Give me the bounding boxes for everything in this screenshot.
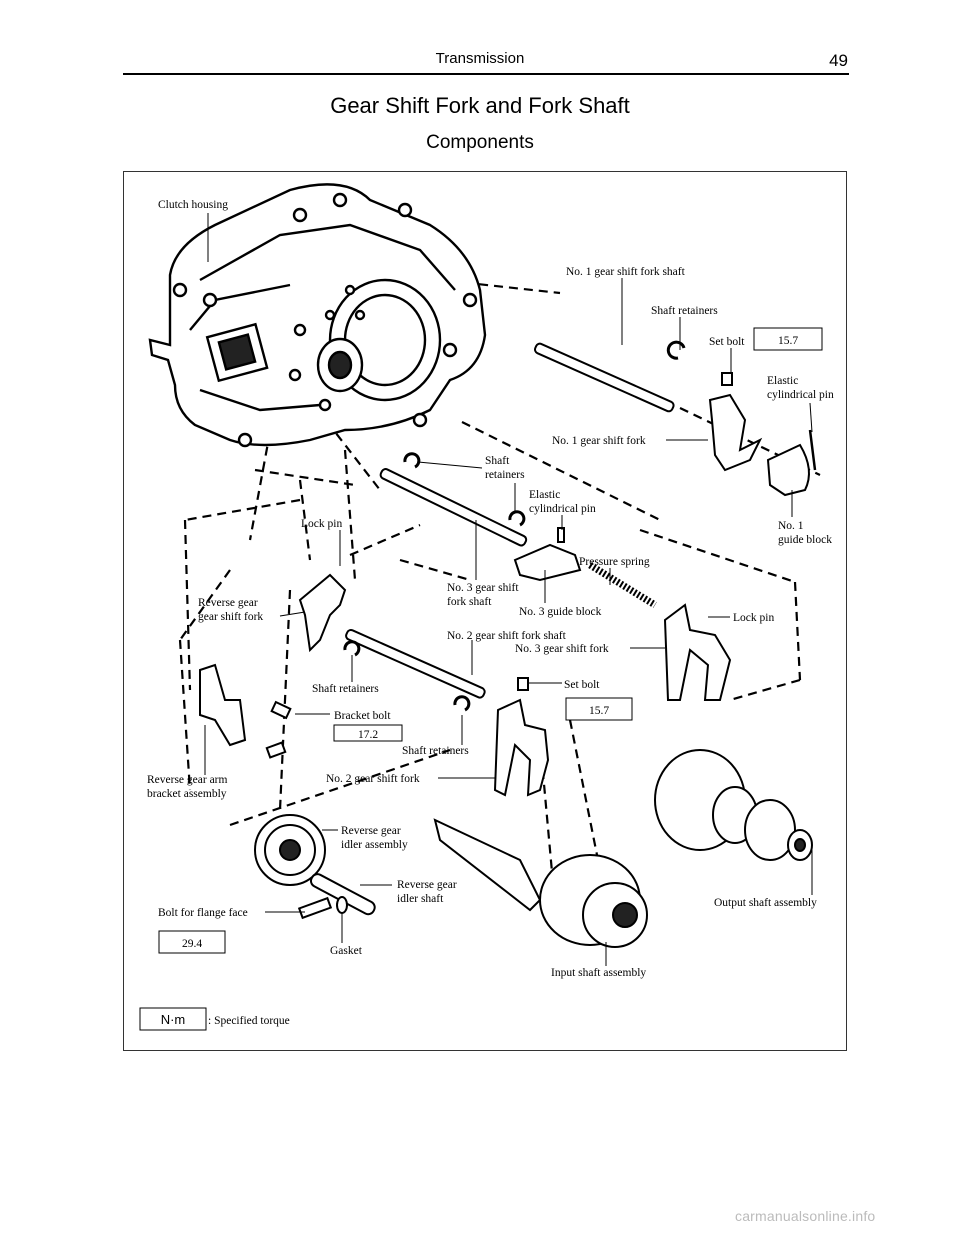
label-no1-guide-block-1: No. 1 (778, 520, 804, 532)
page-title: Gear Shift Fork and Fork Shaft (330, 93, 630, 118)
label-shaft-retainers-left: Shaft retainers (312, 683, 379, 695)
label-bracket-bolt: Bracket bolt (334, 710, 391, 722)
label-elastic-pin-mid-1: Elastic (529, 489, 560, 501)
label-output-shaft: Output shaft assembly (714, 897, 817, 909)
label-bolt-flange: Bolt for flange face (158, 907, 248, 919)
label-no3-guide-block: No. 3 guide block (519, 606, 602, 618)
label-no1-fork-shaft: No. 1 gear shift fork shaft (566, 266, 686, 278)
label-no1-shift-fork: No. 1 gear shift fork (552, 435, 646, 447)
label-no3-shift-fork: No. 3 gear shift fork (515, 643, 609, 655)
clutch-housing-drawing (148, 183, 487, 448)
label-shaft-retainers-mid-1: Shaft (485, 455, 510, 467)
label-no3-fork-shaft-1: No. 3 gear shift (447, 582, 519, 594)
label-reverse-idler-1: Reverse gear (341, 825, 401, 837)
label-reverse-fork-2: gear shift fork (198, 611, 263, 623)
page-subtitle: Components (426, 132, 534, 153)
label-clutch-housing: Clutch housing (158, 199, 228, 211)
label-shaft-retainers-mid-2: retainers (485, 469, 525, 481)
section-title: Transmission (435, 50, 525, 67)
label-reverse-fork-1: Reverse gear (198, 597, 258, 609)
label-no2-fork-shaft: No. 2 gear shift fork shaft (447, 630, 567, 642)
label-no1-guide-block-2: guide block (778, 534, 832, 546)
label-elastic-pin-right-2: cylindrical pin (767, 389, 834, 401)
label-shaft-retainers-top: Shaft retainers (651, 305, 718, 317)
label-shaft-retainers-low: Shaft retainers (402, 745, 469, 757)
label-gasket: Gasket (330, 945, 363, 957)
label-no2-shift-fork: No. 2 gear shift fork (326, 773, 420, 785)
label-input-shaft: Input shaft assembly (551, 967, 646, 979)
label-reverse-idler-2: idler assembly (341, 839, 408, 851)
torque-bolt-flange: 29.4 (182, 938, 202, 950)
legend-unit-box: N·m (161, 1012, 186, 1027)
torque-bracket-bolt: 17.2 (358, 729, 378, 741)
torque-set-bolt-mid: 15.7 (589, 705, 609, 717)
label-elastic-pin-mid-2: cylindrical pin (529, 503, 596, 515)
label-elastic-pin-right-1: Elastic (767, 375, 798, 387)
shafts-and-forks-drawing (199, 340, 817, 948)
leader-lines (204, 213, 813, 966)
label-reverse-idler-shaft-2: idler shaft (397, 893, 444, 905)
label-lock-pin-right: Lock pin (733, 612, 774, 624)
watermark: carmanualsonline.info (735, 1208, 876, 1224)
torque-boxes (139, 327, 823, 1031)
torque-set-bolt-top: 15.7 (778, 335, 798, 347)
label-lock-pin-left: Lock pin (301, 518, 342, 530)
label-reverse-arm-1: Reverse gear arm (147, 774, 228, 786)
header-rule (123, 73, 849, 75)
label-pressure-spring: Pressure spring (579, 556, 650, 568)
page-number: 49 (829, 51, 848, 70)
label-set-bolt-top: Set bolt (709, 336, 745, 348)
legend-text: : Specified torque (208, 1015, 290, 1027)
label-reverse-arm-2: bracket assembly (147, 788, 227, 800)
label-no3-fork-shaft-2: fork shaft (447, 596, 492, 608)
label-set-bolt-mid: Set bolt (564, 679, 600, 691)
label-reverse-idler-shaft-1: Reverse gear (397, 879, 457, 891)
diagram-frame (123, 171, 847, 1051)
